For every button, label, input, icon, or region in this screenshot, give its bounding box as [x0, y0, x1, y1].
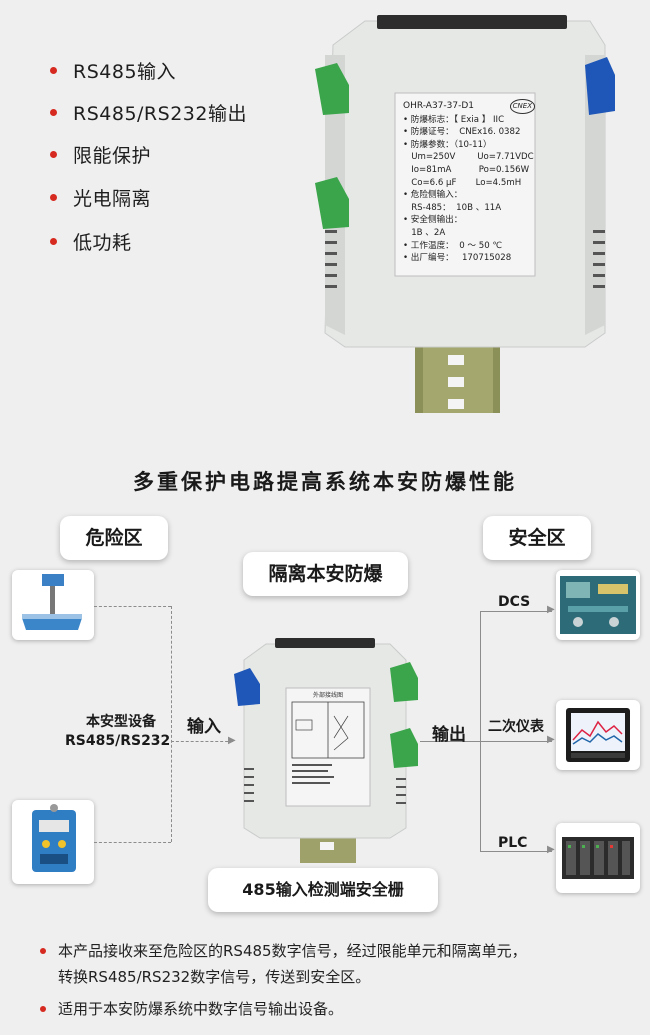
bullet-icon — [50, 238, 57, 245]
note-text: 转换RS485/RS232数字信号，传送到安全区。 — [58, 968, 371, 986]
nameplate-line: • 工作温度： 0 ～ 50 ℃ — [403, 240, 503, 251]
nameplate-line: • 安全侧输出： — [403, 215, 463, 226]
plc-image — [556, 823, 640, 893]
branch-line-dcs — [480, 611, 552, 612]
dcs-illustration — [560, 576, 636, 634]
small-module-title: 外部接线图 — [312, 692, 343, 699]
arrow-right-icon: ▶ — [228, 735, 236, 746]
output-trunk-line — [480, 611, 481, 851]
hazard-zone-tag: 危险区 — [60, 516, 168, 560]
device-label-line2: RS485/RS232 — [65, 733, 171, 749]
small-module-illustration — [234, 638, 418, 863]
arrow-right-icon: ▶ — [547, 844, 555, 855]
meter-illustration — [566, 708, 630, 762]
module-illustration — [315, 15, 615, 413]
connector-line — [94, 606, 171, 607]
input-label: 输入 — [187, 717, 221, 737]
bullet-icon — [40, 1006, 46, 1012]
nameplate-line: RS-485： 10B 、11A — [403, 202, 502, 213]
feature-item: 限能保护 — [50, 141, 151, 168]
nameplate-line: Um=250V Uo=7.71VDC — [403, 152, 534, 163]
feature-label: 光电隔离 — [73, 188, 152, 210]
feature-item: 光电隔离 — [50, 184, 151, 211]
nameplate-line: • 危险侧输入： — [403, 190, 463, 201]
nameplate-line: Co=6.6 μF Lo=4.5mH — [403, 177, 522, 188]
nameplate-line: • 防爆参数：（10-11） — [403, 139, 492, 150]
bullet-icon — [50, 109, 57, 116]
branch-line-plc — [480, 851, 552, 852]
scale-illustration — [22, 574, 82, 630]
feature-label: 限能保护 — [73, 145, 152, 167]
arrow-right-icon: ▶ — [547, 734, 555, 745]
feature-label: 低功耗 — [73, 232, 132, 254]
note-item: 本产品接收来至危险区的RS485数字信号，经过限能单元和隔离单元， 转换RS48… — [40, 938, 527, 990]
bullet-icon — [50, 151, 57, 158]
nameplate-line: • 出厂编号： 170715028 — [403, 253, 512, 264]
note-text: 本产品接收来至危险区的RS485数字信号，经过限能单元和隔离单元， — [58, 942, 527, 960]
input-arrow-line — [171, 741, 233, 742]
device-illustration — [32, 804, 76, 872]
cnex-logo: CNEX — [509, 99, 535, 114]
bullet-icon — [50, 194, 57, 201]
connector-line — [171, 606, 172, 842]
bullet-icon — [50, 67, 57, 74]
barrier-module-image: 外部接线图 — [230, 638, 420, 863]
output-label: 输出 — [432, 725, 466, 745]
isolation-tag: 隔离本安防爆 — [243, 552, 408, 596]
nameplate-line: • 防爆标志：【 Exia 】 IIC — [403, 114, 505, 125]
device-label-line1: 本安型设备 — [86, 714, 156, 730]
plc-label: PLC — [498, 835, 528, 851]
explosion-proof-device-image — [12, 800, 94, 884]
section-heading: 多重保护电路提高系统本安防爆性能 — [133, 470, 517, 494]
note-text: 适用于本安防爆系统中数字信号输出设备。 — [58, 1000, 344, 1018]
feature-label: RS485/RS232输出 — [73, 103, 247, 125]
nameplate-line: 1B 、2A — [403, 227, 446, 238]
arrow-right-icon: ▶ — [547, 604, 555, 615]
feature-label: RS485输入 — [73, 61, 177, 83]
dcs-image — [556, 570, 640, 640]
connector-line — [94, 842, 171, 843]
model-number: OHR-A37-37-D1 — [403, 101, 475, 111]
feature-item: 低功耗 — [50, 228, 132, 255]
bullet-icon — [40, 948, 46, 954]
nameplate-line: Io=81mA Po=0.156W — [403, 164, 530, 175]
safe-zone-tag: 安全区 — [483, 516, 591, 560]
product-module-image: OHR-A37-37-D1 CNEX • 防爆标志：【 Exia 】 IIC •… — [315, 15, 615, 415]
note-item: 适用于本安防爆系统中数字信号输出设备。 — [40, 996, 343, 1022]
nameplate-line: • 防爆证号： CNEx16. 0382 — [403, 127, 521, 138]
plc-illustration — [562, 837, 634, 879]
meter-label: 二次仪表 — [488, 719, 544, 735]
meter-image — [556, 700, 640, 770]
barrier-tag: 485输入检测端安全栅 — [208, 868, 438, 912]
output-line — [420, 741, 480, 742]
module-nameplate: OHR-A37-37-D1 CNEX • 防爆标志：【 Exia 】 IIC •… — [403, 99, 535, 265]
feature-item: RS485输入 — [50, 57, 176, 84]
weighing-scale-image — [12, 570, 94, 640]
branch-line-meter — [480, 741, 552, 742]
dcs-label: DCS — [498, 594, 531, 610]
feature-item: RS485/RS232输出 — [50, 99, 247, 126]
